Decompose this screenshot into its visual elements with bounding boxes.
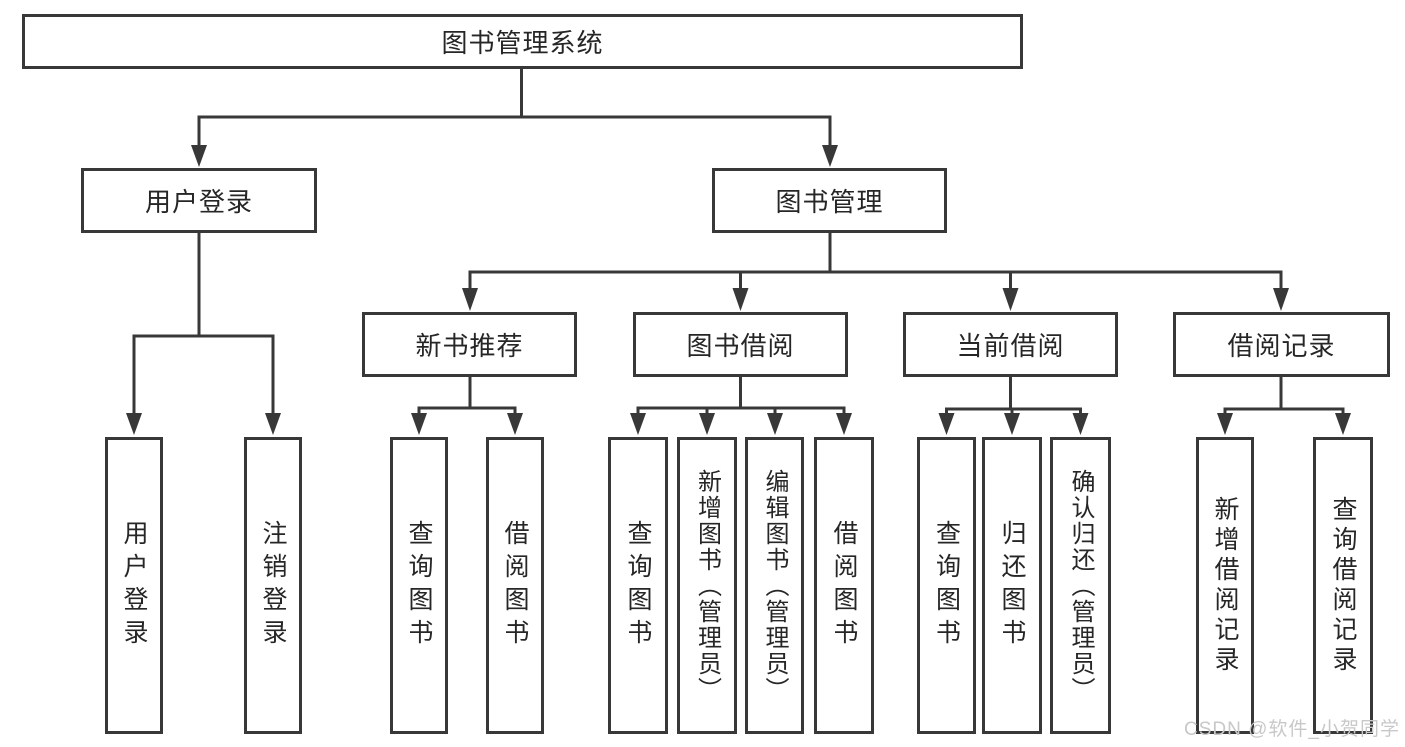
node-label: 注销登录 — [259, 519, 287, 652]
node-label: 当前借阅 — [956, 331, 1065, 361]
node-label: 图书借阅 — [686, 331, 795, 361]
leaf-query-books-recommend: 查询图书 — [390, 437, 448, 734]
node-label: 用户登录 — [144, 187, 253, 217]
leaf-add-book-admin: 新增图书（管理员） — [677, 437, 737, 734]
leaf-logout: 注销登录 — [244, 437, 302, 734]
node-label: 图书管理系统 — [441, 28, 604, 58]
node-label: 借阅图书 — [830, 519, 858, 652]
node-book-borrowing: 图书借阅 — [633, 312, 848, 377]
node-user-login-branch: 用户登录 — [81, 168, 317, 233]
leaf-query-books-current: 查询图书 — [917, 437, 976, 734]
node-book-management-branch: 图书管理 — [712, 168, 947, 233]
leaf-confirm-return-admin: 确认归还（管理员） — [1050, 437, 1111, 734]
node-label: 查询图书 — [624, 519, 652, 652]
leaf-borrow-books-borrowing: 借阅图书 — [814, 437, 874, 734]
node-label: 新增借阅记录 — [1211, 495, 1239, 676]
csdn-watermark: CSDN @软件_小贺同学 — [1184, 719, 1400, 740]
leaf-query-borrow-record: 查询借阅记录 — [1313, 437, 1373, 734]
node-label: 用户登录 — [120, 519, 148, 652]
node-label: 确认归还（管理员） — [1067, 468, 1094, 703]
node-label: 新书推荐 — [415, 331, 524, 361]
leaf-borrow-books-recommend: 借阅图书 — [486, 437, 544, 734]
node-current-borrowing: 当前借阅 — [903, 312, 1118, 377]
leaf-user-login: 用户登录 — [105, 437, 163, 734]
leaf-edit-book-admin: 编辑图书（管理员） — [745, 437, 804, 734]
node-label: 图书管理 — [775, 187, 884, 217]
node-label: 编辑图书（管理员） — [761, 468, 788, 703]
node-label: 借阅记录 — [1227, 331, 1336, 361]
node-label: 查询图书 — [405, 519, 433, 652]
leaf-add-borrow-record: 新增借阅记录 — [1196, 437, 1254, 734]
node-library-management-system: 图书管理系统 — [22, 14, 1023, 69]
node-label: 借阅图书 — [501, 519, 529, 652]
node-label: 新增图书（管理员） — [693, 468, 721, 703]
leaf-query-books-borrowing: 查询图书 — [608, 437, 668, 734]
node-label: 查询借阅记录 — [1329, 495, 1357, 676]
node-borrowing-records: 借阅记录 — [1173, 312, 1390, 377]
node-label: 查询图书 — [932, 519, 961, 652]
leaf-return-book: 归还图书 — [982, 437, 1042, 734]
node-new-book-recommendation: 新书推荐 — [362, 312, 577, 377]
node-label: 归还图书 — [998, 519, 1026, 652]
